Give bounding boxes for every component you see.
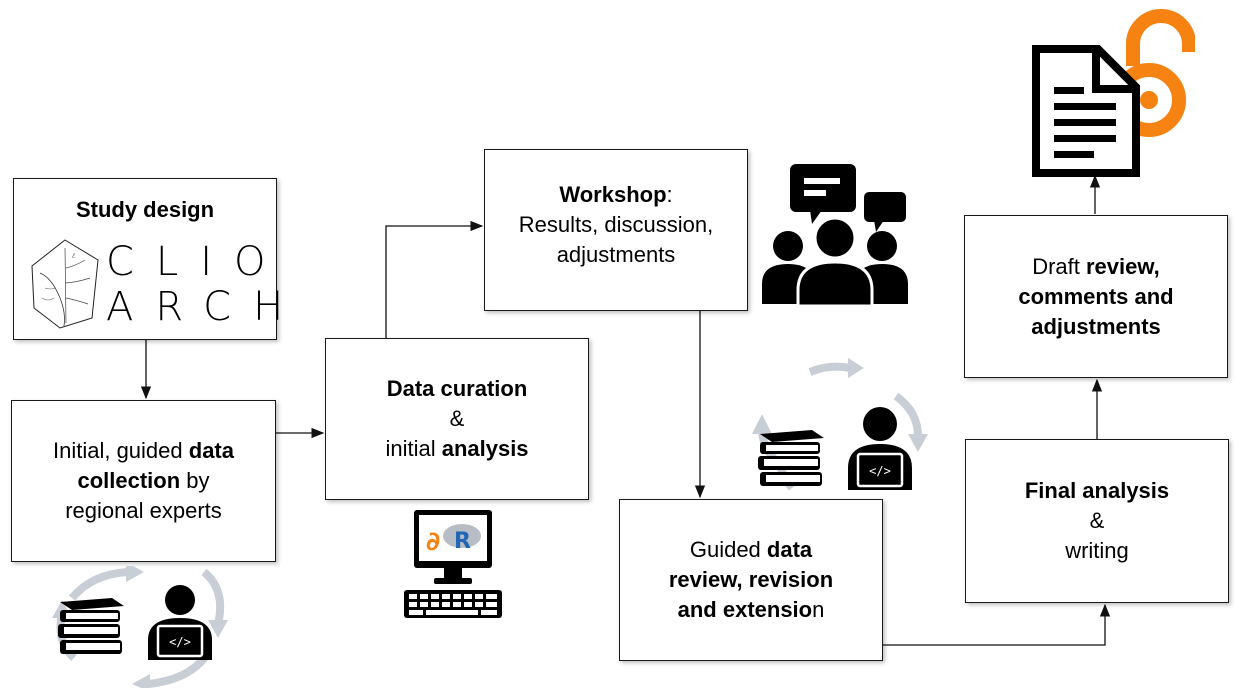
workshop-text-1: Results, discussion, — [518, 212, 714, 237]
clioarch-logo-line1: CLIO — [106, 239, 288, 285]
svg-text:</>: </> — [169, 635, 191, 649]
books-icon — [58, 598, 124, 654]
review-text-1: Guided — [689, 537, 767, 562]
workshop-text-2: adjustments — [556, 242, 676, 267]
svg-text:∂: ∂ — [426, 527, 440, 557]
initial-collection-box: Initial, guided data collection by regio… — [11, 400, 276, 562]
final-ampersand: & — [1089, 508, 1105, 533]
books-icon-2 — [758, 430, 824, 486]
data-curation-box: Data curation & initial analysis — [325, 338, 589, 500]
document-icon — [1032, 45, 1140, 177]
coder-icon-2: </> — [848, 407, 912, 490]
curation-ampersand: & — [449, 406, 465, 431]
collection-text-2: data — [188, 438, 234, 463]
guided-review-box: Guided data review, revision and extensi… — [619, 499, 883, 661]
computer-r-icon: ∂ R — [404, 510, 502, 618]
curation-text-2: analysis — [441, 436, 529, 461]
draft-text-4: adjustments — [1031, 313, 1161, 339]
arrow-curation-to-workshop — [385, 220, 484, 338]
final-analysis-box: Final analysis & writing — [965, 439, 1229, 603]
arrow-review-to-final — [883, 603, 1111, 646]
draft-text-3: comments and — [1018, 283, 1174, 309]
final-text: writing — [1065, 538, 1129, 563]
svg-text:</>: </> — [869, 464, 891, 478]
collection-text-4: by — [180, 468, 210, 493]
study-design-box: Study design — [13, 178, 277, 340]
discussion-group-icon — [762, 164, 908, 308]
review-text-5: n — [812, 597, 825, 622]
clioarch-logo-icon: ℰ — [31, 239, 99, 329]
workshop-box: Workshop: Results, discussion, adjustmen… — [484, 149, 748, 311]
curation-title: Data curation — [386, 376, 528, 401]
svg-text:R: R — [454, 529, 471, 554]
coder-icon: </> — [148, 585, 212, 660]
workshop-colon: : — [666, 182, 673, 207]
final-title: Final analysis — [1024, 478, 1170, 503]
clioarch-logo-line2: ARCH — [106, 284, 306, 330]
review-text-3: review, revision — [668, 567, 834, 592]
collection-text-3: collection — [77, 468, 181, 493]
svg-text:ℰ: ℰ — [72, 253, 76, 260]
review-text-2: data — [766, 537, 813, 562]
curation-text-1: initial — [385, 436, 442, 461]
collection-text-1: Initial, guided — [52, 438, 189, 463]
collection-text-5: regional experts — [65, 498, 222, 523]
draft-review-box: Draft review, comments and adjustments — [964, 215, 1228, 378]
study-design-title: Study design — [75, 197, 215, 222]
draft-text-1: Draft — [1032, 253, 1086, 279]
review-text-4: and extensio — [677, 597, 813, 622]
workshop-title: Workshop — [559, 182, 667, 207]
draft-text-2: review, — [1086, 253, 1160, 279]
